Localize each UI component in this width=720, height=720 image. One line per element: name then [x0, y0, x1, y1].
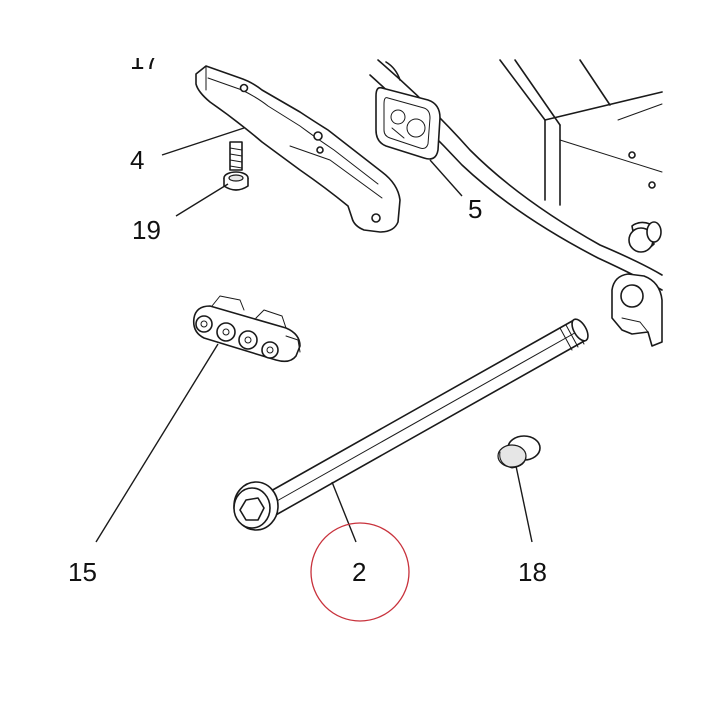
leader-5	[429, 159, 463, 197]
callout-19: 19	[132, 215, 161, 245]
leader-2	[331, 481, 357, 543]
part-5-gasket	[375, 86, 441, 160]
leader-4	[161, 127, 245, 156]
part-4-bracket	[195, 65, 401, 233]
part-2-axle	[233, 318, 589, 531]
callout-17-partial: 17	[130, 45, 159, 75]
leader-18	[515, 465, 533, 543]
part-15-chain-link	[192, 295, 301, 363]
callout-18: 18	[518, 557, 547, 587]
leader-lines	[95, 127, 533, 543]
frame-fitting	[611, 221, 663, 347]
leader-15	[95, 343, 219, 543]
frame-housing	[369, 59, 663, 291]
callout-4: 4	[130, 145, 144, 175]
callout-2: 2	[352, 557, 366, 587]
part-19-bolt	[223, 141, 249, 191]
leader-19	[175, 183, 229, 217]
highlight-circle	[310, 522, 410, 622]
callout-5: 5	[468, 194, 482, 224]
callout-15: 15	[68, 557, 97, 587]
part-18-plug	[497, 435, 541, 469]
